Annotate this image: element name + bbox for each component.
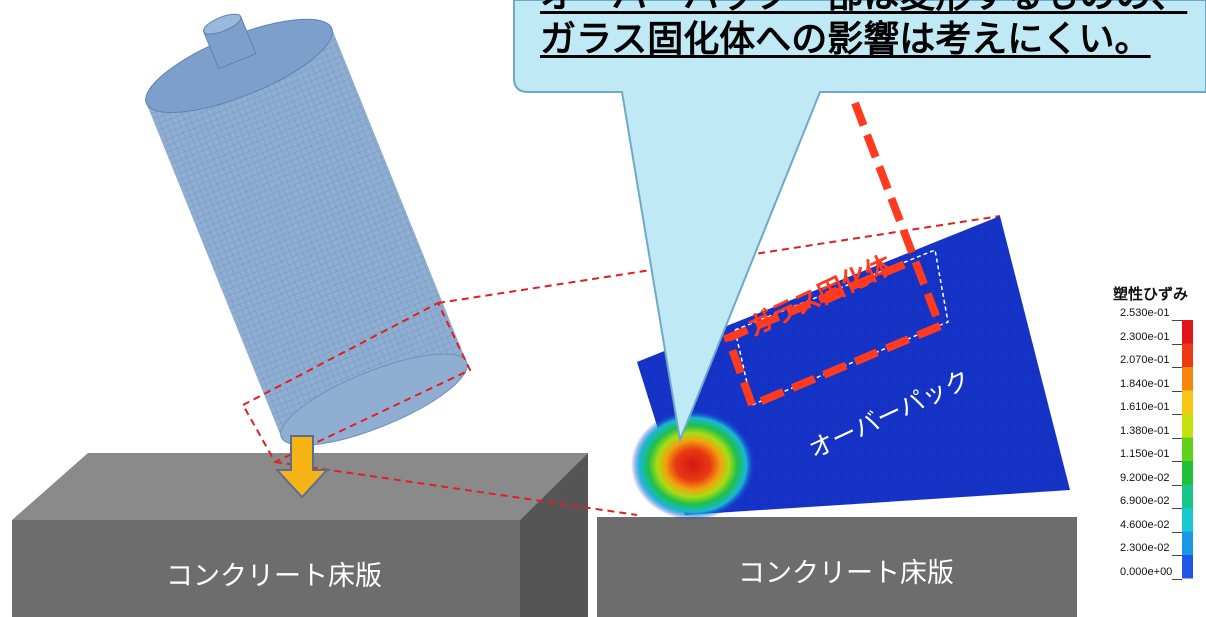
- legend-label: 2.300e-02: [1120, 542, 1170, 554]
- legend-swatch: [1182, 555, 1193, 579]
- overpack-cylinder-mesh: [145, 13, 468, 446]
- callout-text-line1: オーバーパック一部は変形するものの、: [540, 0, 1200, 14]
- legend-tick: [1172, 531, 1182, 533]
- legend-label: 2.300e-01: [1120, 330, 1170, 343]
- legend-tick: [1172, 367, 1182, 368]
- legend-tick: [1172, 484, 1182, 486]
- legend-tick: [1172, 343, 1182, 345]
- left-concrete-slab: [12, 453, 588, 617]
- legend-label: 4.600e-02: [1120, 518, 1170, 531]
- fem-overpack-model: [631, 216, 1070, 520]
- legend-swatch: [1182, 343, 1193, 367]
- legend-tick: [1172, 578, 1182, 580]
- legend-tick: [1172, 320, 1182, 321]
- legend-tick: [1172, 437, 1182, 439]
- legend-label: 1.380e-01: [1120, 424, 1170, 437]
- legend-swatch: [1182, 484, 1193, 508]
- plastic-strain-legend-bar: [1182, 320, 1193, 579]
- slab-label-left: コンクリート床版: [166, 561, 382, 592]
- legend-label: 1.840e-01: [1120, 377, 1170, 390]
- legend-swatch: [1182, 367, 1193, 391]
- legend-title: 塑性ひずみ: [1113, 285, 1189, 303]
- right-concrete-slab: [597, 517, 1077, 617]
- impact-arrow-icon: [274, 435, 330, 499]
- legend-label: 1.150e-01: [1120, 448, 1170, 460]
- legend-swatch: [1182, 531, 1193, 555]
- legend-tick: [1172, 390, 1182, 392]
- legend-label: 0.000e+00: [1120, 565, 1173, 578]
- vitrified-highlight-box: [722, 101, 944, 411]
- legend-swatch: [1182, 508, 1193, 532]
- legend-tick: [1172, 414, 1182, 415]
- legend-label: 9.200e-02: [1120, 471, 1170, 484]
- legend-swatch: [1182, 320, 1193, 344]
- legend-tick: [1172, 508, 1182, 509]
- legend-label: 6.900e-02: [1120, 495, 1170, 507]
- legend-swatch: [1182, 461, 1193, 485]
- legend-label: 2.070e-01: [1120, 354, 1170, 366]
- legend-swatch: [1182, 390, 1193, 414]
- slab-label-right: コンクリート床版: [738, 558, 954, 589]
- legend-tick: [1172, 461, 1182, 462]
- legend-swatch: [1182, 437, 1193, 461]
- callout-text-line2: ガラス固化体への影響は考えにくい。: [540, 19, 1151, 60]
- legend-swatch: [1182, 414, 1193, 438]
- legend-tick: [1172, 555, 1182, 556]
- legend-label: 2.530e-01: [1120, 307, 1170, 319]
- legend-label: 1.610e-01: [1120, 401, 1170, 413]
- callout-bubble: [513, 0, 1206, 444]
